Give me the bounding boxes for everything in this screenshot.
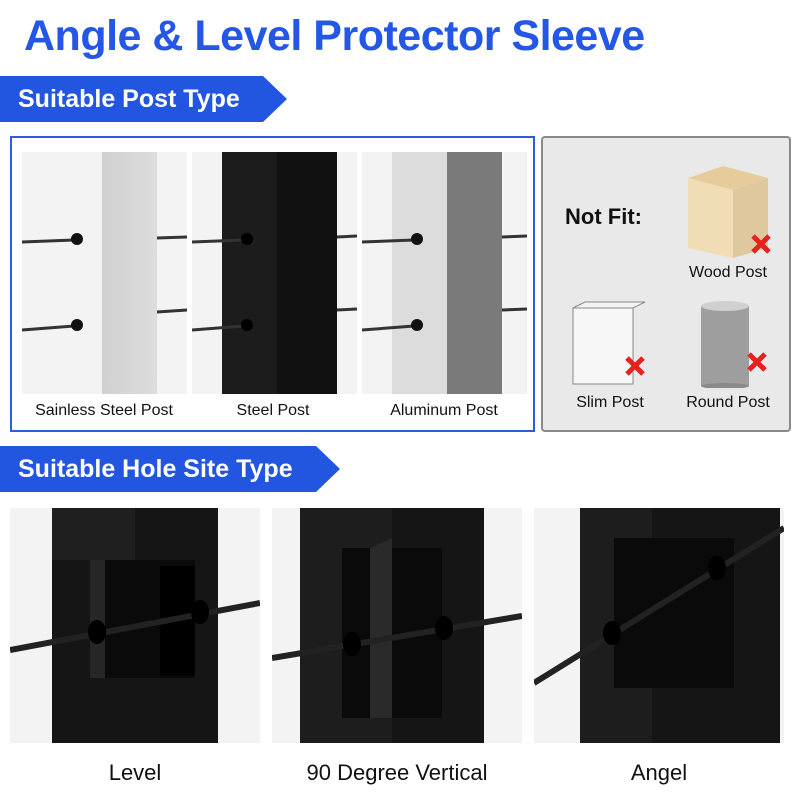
vertical-label: 90 Degree Vertical (306, 760, 488, 785)
angle-label: Angel (630, 760, 688, 785)
stainless-steel-post-image (22, 152, 187, 394)
suitable-post-type-tag: Suitable Post Type (0, 76, 287, 122)
stainless-steel-post-label: Sainless Steel Post (35, 402, 173, 419)
page-title: Angle & Level Protector Sleeve (24, 12, 645, 60)
not-fit-title: Not Fit: (565, 204, 642, 229)
level-hole-image (10, 508, 260, 743)
slim-post-label: Slim Post (576, 394, 644, 411)
aluminum-post-label: Aluminum Post (390, 402, 498, 419)
suitable-post-panel: Sainless Steel Post Steel Post (10, 136, 535, 432)
slim-post-image (565, 298, 655, 388)
steel-post-image (192, 152, 357, 394)
angle-hole-image (534, 508, 784, 743)
steel-post-label: Steel Post (236, 402, 310, 419)
wood-post-label: Wood Post (689, 264, 767, 281)
round-post-label: Round Post (686, 394, 770, 411)
level-label: Level (108, 760, 162, 785)
vertical-hole-image (272, 508, 522, 743)
suitable-hole-site-type-tag: Suitable Hole Site Type (0, 446, 340, 492)
not-fit-panel: Not Fit: Wood Post Slim Post Round P (541, 136, 791, 432)
aluminum-post-image (362, 152, 527, 394)
round-post-image (683, 298, 773, 388)
wood-post-image (683, 158, 773, 258)
